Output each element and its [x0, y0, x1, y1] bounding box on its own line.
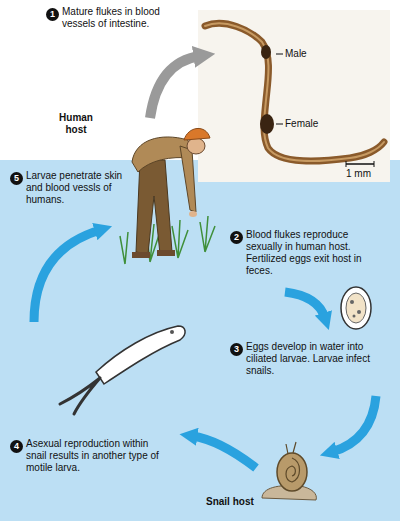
host-label: Snail host: [206, 496, 254, 508]
step-text: Larvae penetrate skin and blood vessls o…: [26, 170, 134, 206]
step-text: Asexual reproduction within snail result…: [26, 438, 166, 474]
step-text: Mature flukes in blood vessels of intest…: [62, 6, 192, 30]
callout-number: 3: [230, 343, 243, 356]
callout-number: 1: [46, 8, 59, 21]
part-label: Male: [285, 48, 307, 60]
ciliated-larva: [341, 287, 371, 329]
part-label: Female: [285, 118, 318, 130]
male-fluke: [205, 23, 384, 161]
scale-bar: [374, 161, 375, 167]
scale-bar: [346, 163, 374, 165]
callout-number: 2: [230, 231, 243, 244]
fluke-sucker: [261, 45, 271, 59]
fluke-highlight: [205, 23, 384, 161]
fluke-photo: [198, 10, 390, 182]
step-text: Blood flukes reproduce sexually in human…: [246, 229, 371, 277]
scale-bar: [346, 161, 347, 167]
scale-label: 1 mm: [346, 168, 371, 180]
snail-figure: [262, 442, 316, 500]
step-text: Eggs develop in water into ciliated larv…: [246, 341, 371, 377]
callout-number: 4: [10, 440, 23, 453]
human-figure: [132, 128, 210, 258]
callout-number: 5: [10, 172, 23, 185]
cercaria-larva: [60, 326, 185, 414]
cycle-arrows: [34, 230, 376, 468]
leader-line: [276, 124, 283, 125]
water-ground: [0, 160, 400, 521]
grey-arrow: [150, 56, 200, 118]
female-fluke: [260, 114, 274, 134]
leader-line: [276, 54, 283, 55]
host-label: Human host: [54, 112, 98, 136]
